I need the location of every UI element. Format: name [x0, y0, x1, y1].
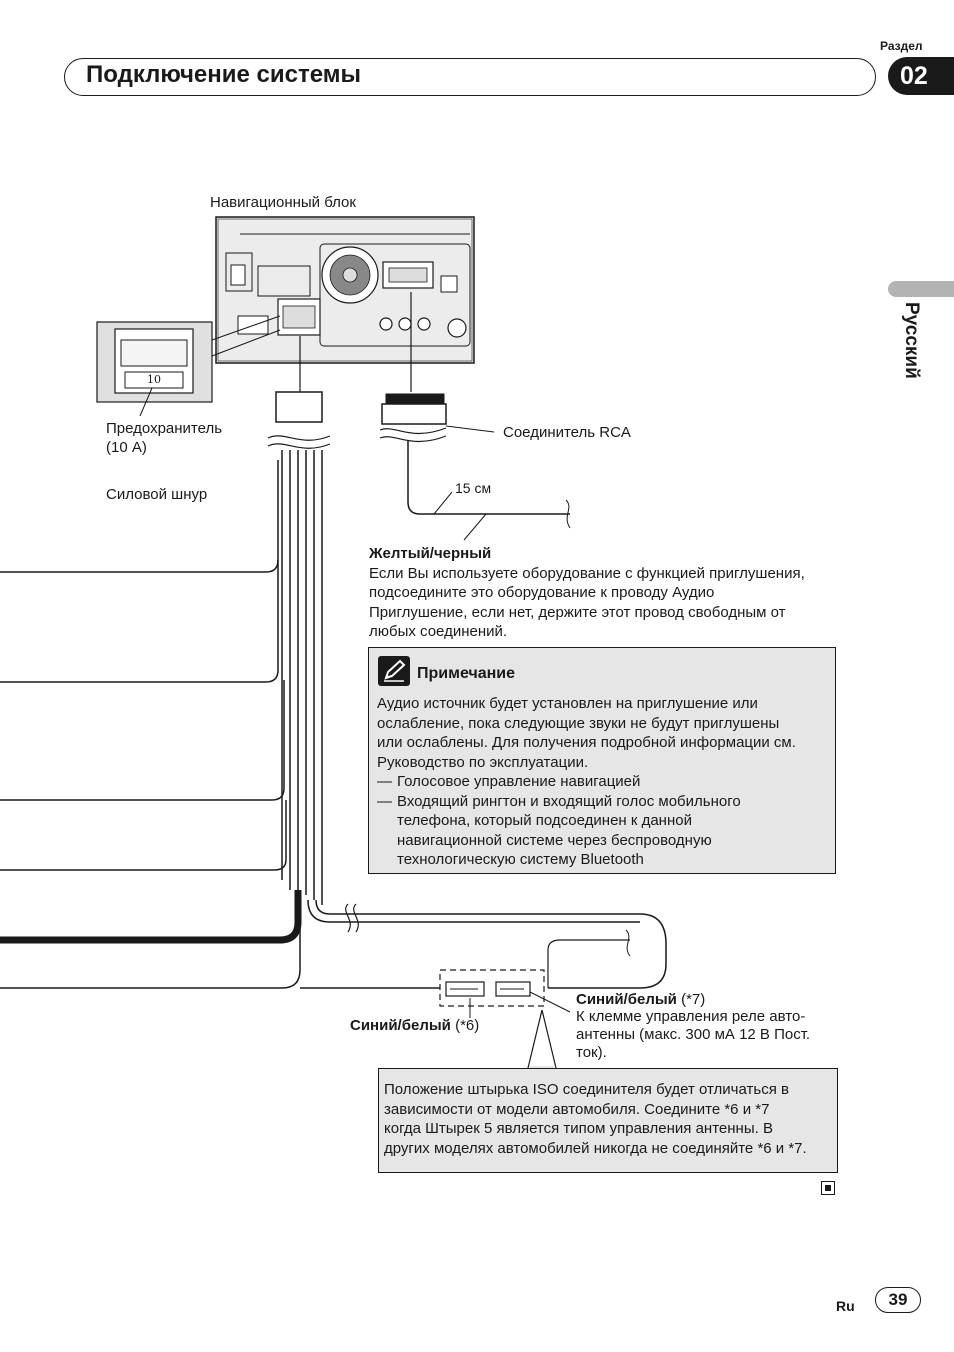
page-number: 39	[875, 1287, 921, 1313]
yellow-black-line: подсоедините это оборудование к проводу …	[369, 584, 715, 601]
power-cord	[0, 336, 667, 989]
note-list-item: — Входящий рингтон и входящий голос моби…	[377, 792, 829, 870]
fuse-number: 10	[147, 373, 161, 386]
note-list-line: Входящий рингтон и входящий голос мобиль…	[397, 792, 741, 810]
yellow-black-line: Приглушение, если нет, держите этот пров…	[369, 603, 786, 621]
iso-note-line: когда Штырек 5 является типом управления…	[384, 1120, 773, 1137]
fuse-label-line2: (10 А)	[106, 439, 147, 456]
power-cord-label: Силовой шнур	[106, 486, 208, 503]
page-title: Подключение системы	[86, 61, 361, 88]
rca-connector	[379, 292, 571, 541]
blue-white-7-line: антенны (макс. 300 мА 12 В Пост.	[576, 1026, 811, 1043]
iso-note-text: Положение штырька ISO соединителя будет …	[384, 1080, 834, 1158]
blue-white-6-name: Синий/белый	[350, 1017, 451, 1034]
blue-white-6-ref: (*6)	[450, 1017, 480, 1034]
yellow-black-line: Если Вы используете оборудование с функц…	[369, 564, 805, 582]
yellow-black-title: Желтый/черный	[369, 545, 492, 562]
list-dash: —	[377, 773, 392, 790]
iso-note-line: зависимости от модели автомобиля. Соедин…	[384, 1100, 770, 1118]
iso-note-line: Положение штырька ISO соединителя будет …	[384, 1081, 789, 1098]
iso-note-box	[378, 1068, 838, 1173]
cable-length-label: 15 см	[455, 480, 492, 496]
footer-language-code: Ru	[836, 1298, 855, 1314]
note-line: ослабление, пока следующие звуки не буду…	[377, 714, 780, 732]
pencil-note-icon	[378, 656, 410, 686]
language-tab-marker	[888, 281, 954, 297]
section-label: Раздел	[880, 39, 923, 53]
note-body: Аудио источник будет установлен на пригл…	[377, 694, 829, 870]
end-of-section-icon	[821, 1181, 835, 1195]
yellow-black-description: Желтый/черный Если Вы используете оборуд…	[369, 544, 839, 642]
note-box	[368, 647, 836, 874]
iso-note-line: других моделях автомобилей никогда не со…	[384, 1139, 807, 1157]
note-list-line: навигационной системе через беспроводную	[397, 831, 712, 849]
section-number-badge: 02	[888, 57, 954, 95]
blue-white-7-line: ток).	[576, 1044, 607, 1061]
list-dash: —	[377, 792, 392, 810]
title-frame	[64, 58, 876, 96]
note-list-line: телефона, который подсоединен к данной	[397, 812, 692, 829]
yellow-black-line: любых соединений.	[369, 623, 508, 640]
blue-white-7-ref: (*7)	[676, 991, 706, 1008]
blue-white-7-name: Синий/белый	[576, 991, 677, 1008]
blue-white-7-label: Синий/белый (*7)	[576, 990, 705, 1009]
blue-white-7-description: К клемме управления реле авто- антенны (…	[576, 1008, 836, 1062]
note-line: Руководство по эксплуатации.	[377, 753, 589, 771]
note-list-line: технологическую систему Bluetooth	[397, 851, 644, 868]
navigation-unit-panel	[215, 216, 475, 364]
blue-white-7-line: К клемме управления реле авто-	[576, 1008, 806, 1025]
note-line: или ослаблены. Для получения подробной и…	[377, 734, 796, 751]
note-list-item: — Голосовое управление навигацией	[377, 772, 829, 792]
blue-white-6-label: Синий/белый (*6)	[350, 1016, 479, 1035]
rca-connector-label: Соединитель RCA	[503, 424, 631, 441]
note-line: Аудио источник будет установлен на пригл…	[377, 695, 758, 712]
note-title: Примечание	[417, 665, 516, 682]
note-list-line: Голосовое управление навигацией	[397, 773, 641, 790]
blue-white-connectors	[439, 969, 571, 1069]
nav-unit-label: Навигационный блок	[210, 194, 356, 211]
fuse-label-line1: Предохранитель	[106, 420, 223, 437]
fuse-detail	[96, 315, 281, 417]
